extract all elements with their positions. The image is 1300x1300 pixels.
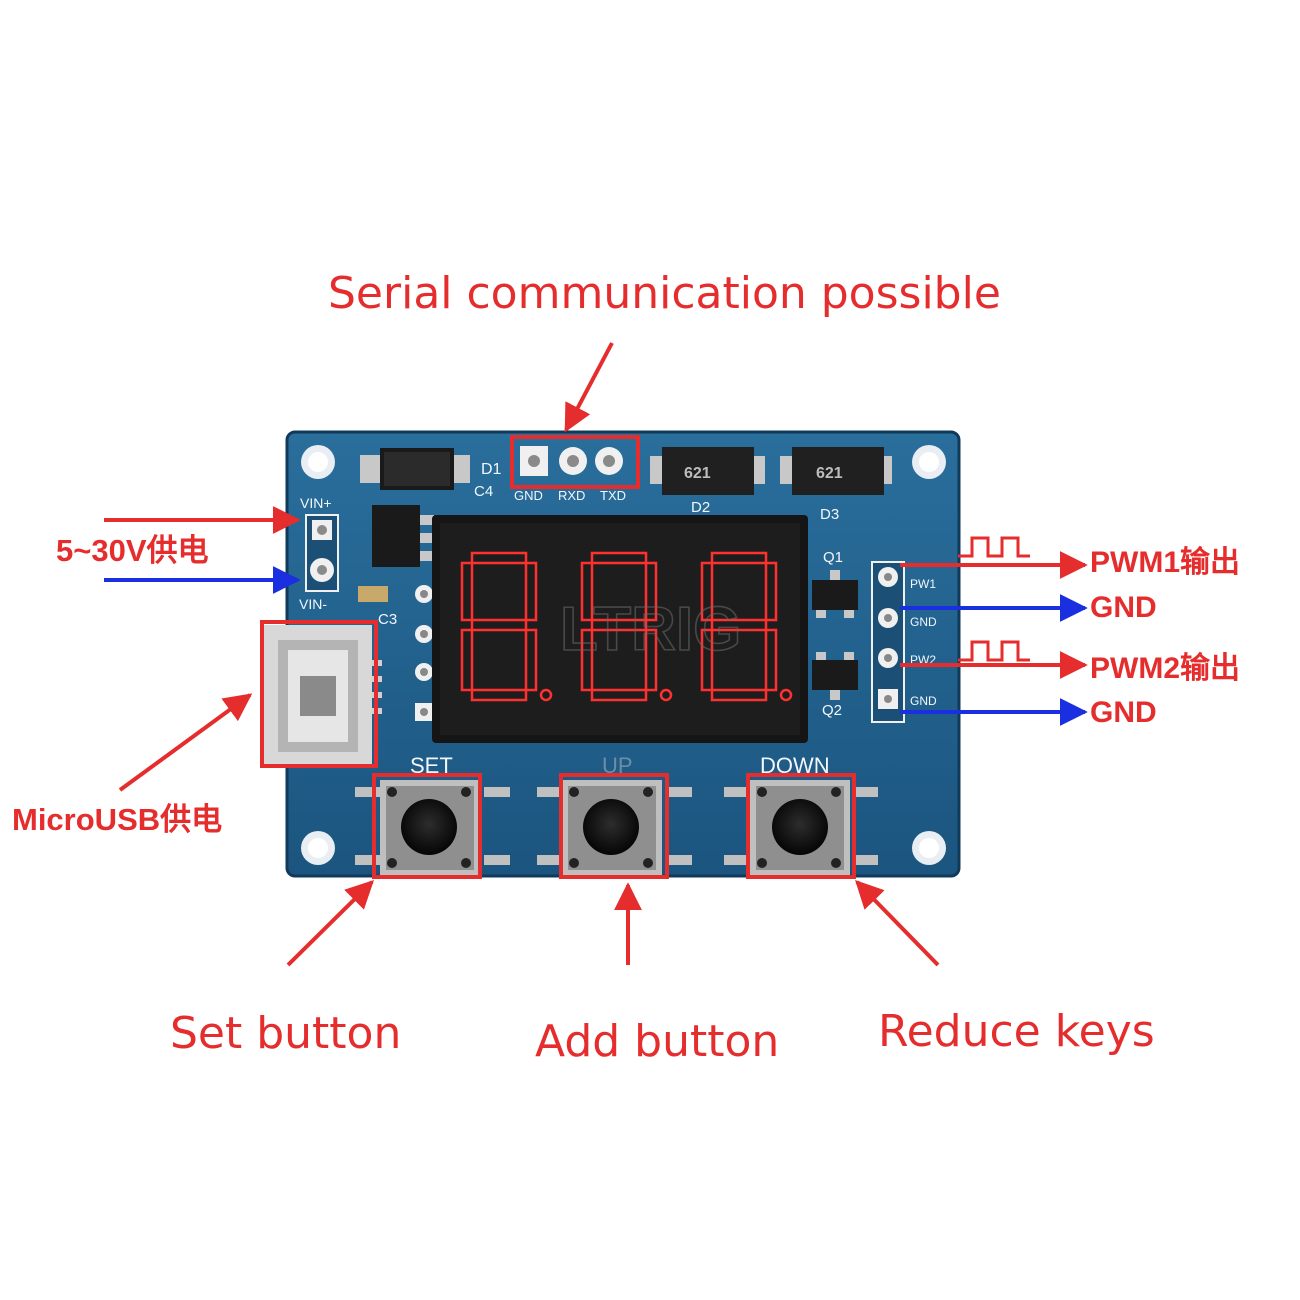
digit-segment — [460, 628, 474, 692]
voltage-regulator — [372, 505, 434, 567]
digit-segment — [580, 561, 594, 622]
highlight-up-button — [559, 773, 669, 879]
decimal-point — [539, 688, 553, 702]
pwm-wave-icons — [958, 536, 1030, 662]
pwm1-output-label: PWM1输出 — [1090, 546, 1240, 579]
digit-segment — [460, 561, 474, 622]
arrow-down — [855, 879, 940, 967]
digit-segment — [644, 628, 658, 692]
digit-segment — [524, 561, 538, 622]
label-gnd-a: GND — [910, 615, 937, 629]
label-vin-minus: VIN- — [299, 596, 327, 612]
capacitor-c3 — [358, 586, 388, 602]
diode-d2 — [650, 447, 765, 495]
digit-segment — [470, 618, 528, 632]
pcb-board: D1 C4 GND RXD TXD 621 621 D2 D3 VIN+ — [264, 430, 961, 878]
annotation-arrows — [104, 342, 1088, 967]
pwm2-output-label: PWM2输出 — [1090, 652, 1240, 685]
digit-segment — [764, 561, 778, 622]
display-side-pins — [415, 585, 433, 721]
digit-segment — [710, 618, 768, 632]
label-vin-plus: VIN+ — [300, 495, 332, 511]
label-rxd-pin: RXD — [558, 488, 585, 503]
transistor-q2 — [812, 652, 858, 700]
digit-segment — [580, 628, 594, 692]
watermark: LTRIG — [560, 595, 741, 664]
digit-segment — [644, 561, 658, 622]
micro-usb-connector — [264, 625, 382, 767]
gnd2-label: GND — [1090, 696, 1157, 729]
add-button-label: Add button — [535, 1016, 780, 1067]
output-header — [871, 561, 905, 723]
tactile-button-up[interactable] — [537, 780, 692, 876]
set-button-label: Set button — [170, 1008, 402, 1059]
digit-segment — [524, 628, 538, 692]
digit-segment — [590, 618, 648, 632]
digit-segment — [470, 688, 528, 702]
label-d1: D1 — [481, 461, 502, 478]
display-digit — [700, 551, 793, 702]
digit-segment — [590, 688, 648, 702]
micro-usb-label: MicroUSB供电 — [12, 802, 223, 837]
display-digit — [460, 551, 553, 702]
digit-segment — [590, 551, 648, 565]
decimal-point — [659, 688, 673, 702]
arrow-micro-usb — [118, 693, 253, 792]
label-d2: D2 — [691, 499, 710, 516]
chip-marking-d2: 621 — [684, 465, 711, 482]
label-q2: Q2 — [822, 702, 842, 719]
supply-voltage-label: 5~30V供电 — [56, 533, 209, 568]
arrow-serial — [564, 342, 614, 433]
pwm1-wave-icon — [958, 536, 1030, 558]
label-txd-pin: TXD — [600, 488, 626, 503]
diode-d3 — [780, 447, 892, 495]
transistor-q1 — [812, 570, 858, 618]
gnd1-label: GND — [1090, 591, 1157, 624]
label-c3: C3 — [378, 611, 397, 628]
digit-segment — [700, 628, 714, 692]
label-d3: D3 — [820, 506, 839, 523]
label-gnd-b: GND — [910, 694, 937, 708]
display-digits — [460, 551, 793, 702]
digit-segment — [710, 688, 768, 702]
highlight-boxes — [260, 435, 856, 879]
decimal-point — [779, 688, 793, 702]
chip-marking-d3: 621 — [816, 465, 843, 482]
reduce-keys-label: Reduce keys — [878, 1006, 1155, 1057]
label-pw1: PW1 — [910, 577, 936, 591]
highlight-micro-usb — [260, 620, 378, 768]
diode-d1 — [360, 448, 470, 490]
label-q1: Q1 — [823, 549, 843, 566]
arrow-set — [286, 880, 374, 967]
digit-segment — [710, 551, 768, 565]
vin-header — [305, 514, 339, 592]
pwm2-wave-icon — [958, 640, 1030, 662]
highlight-set-button — [372, 773, 482, 879]
digit-segment — [700, 561, 714, 622]
serial-header — [520, 446, 623, 476]
mounting-holes — [301, 445, 946, 865]
label-gnd-pin: GND — [514, 488, 543, 503]
digit-segment — [764, 628, 778, 692]
serial-communication-label: Serial communication possible — [328, 268, 1001, 319]
highlight-down-button — [746, 773, 856, 879]
display-digit — [580, 551, 673, 702]
label-c4: C4 — [474, 483, 493, 500]
highlight-serial-header — [510, 435, 640, 489]
tactile-button-down[interactable] — [724, 780, 878, 876]
digit-segment — [470, 551, 528, 565]
tactile-button-set[interactable] — [355, 780, 510, 876]
